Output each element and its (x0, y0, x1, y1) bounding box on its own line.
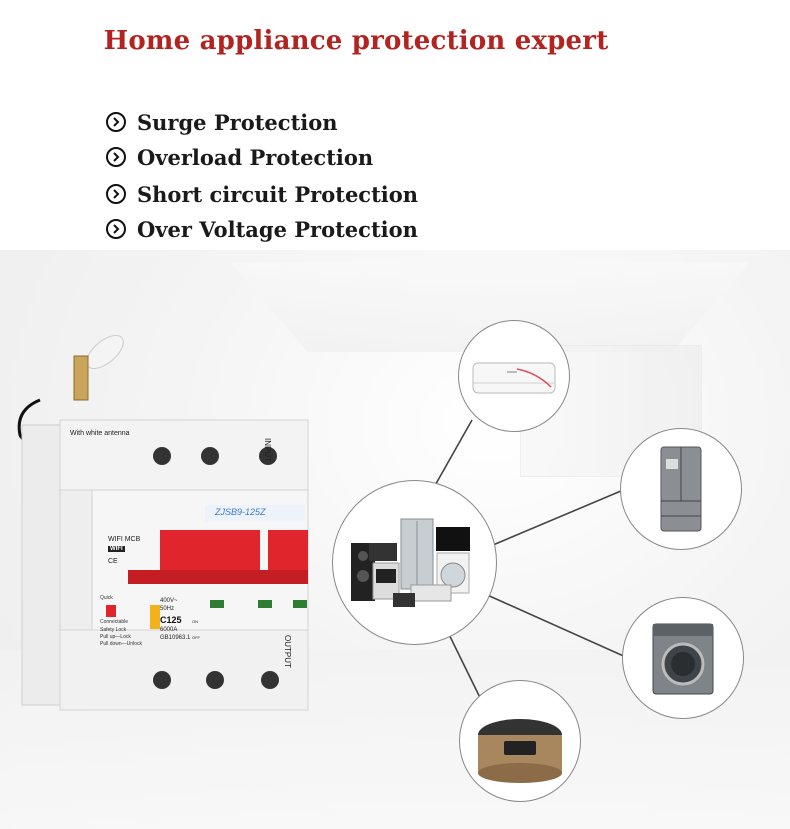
rice-cooker-bubble (459, 680, 581, 802)
feature-label: Overload Protection (137, 144, 374, 170)
safety-lock-label: Safety Lock (100, 627, 127, 633)
feature-label: Over Voltage Protection (137, 216, 418, 242)
breaking-capacity-label: 6000A (160, 627, 178, 633)
feature-list: Surge Protection Overload Protection Sho… (106, 110, 418, 252)
standard-label: GB10963.1 (160, 635, 191, 641)
rice-cooker-icon (478, 719, 562, 783)
voltage-label: 400V~ (160, 598, 178, 604)
ce-mark: CE (108, 558, 118, 565)
pull-down-unlock-label: Pull down—Unlock (100, 641, 142, 647)
chevron-right-icon (106, 112, 126, 132)
washing-machine-bubble (622, 597, 744, 719)
wifi-badge: WIFI (108, 546, 125, 552)
refrigerator-bubble (620, 428, 742, 550)
wifi-circuit-breaker: With white antenna INPUT ZJSB9-125Z WIFI… (10, 330, 310, 730)
rating-label: C125 (160, 615, 182, 625)
washing-machine-icon (652, 623, 714, 695)
feature-label: Surge Protection (137, 109, 338, 135)
model-label: ZJSB9-125Z (215, 507, 266, 517)
input-label: INPUT (263, 438, 272, 462)
quick-label: Quick (100, 595, 113, 601)
appliances-group-bubble (332, 480, 497, 645)
output-label: OUTPUT (283, 635, 292, 668)
frequency-label: 50Hz (160, 606, 175, 612)
air-conditioner-icon (472, 362, 556, 394)
pull-up-lock-label: Pull up—Lock (100, 634, 131, 640)
antenna-label: With white antenna (70, 430, 130, 437)
circuit-breaker-body (17, 335, 309, 711)
page-title: Home appliance protection expert (103, 26, 609, 56)
connectable-label: Connectable (100, 619, 129, 625)
appliances-group-illustration (351, 518, 470, 607)
chevron-right-icon (106, 147, 126, 167)
chevron-right-icon (106, 219, 126, 239)
brand-label: WIFI MCB (108, 536, 141, 543)
feature-item: Surge Protection (106, 109, 418, 135)
off-label: OFF (192, 635, 200, 640)
feature-item: Over Voltage Protection (106, 216, 418, 242)
on-label: ON (192, 619, 198, 624)
feature-item: Overload Protection (106, 144, 418, 170)
refrigerator-icon (660, 446, 702, 532)
feature-label: Short circuit Protection (137, 181, 419, 207)
chevron-right-icon (106, 184, 126, 204)
feature-item: Short circuit Protection (106, 181, 419, 207)
air-conditioner-bubble (458, 320, 570, 432)
